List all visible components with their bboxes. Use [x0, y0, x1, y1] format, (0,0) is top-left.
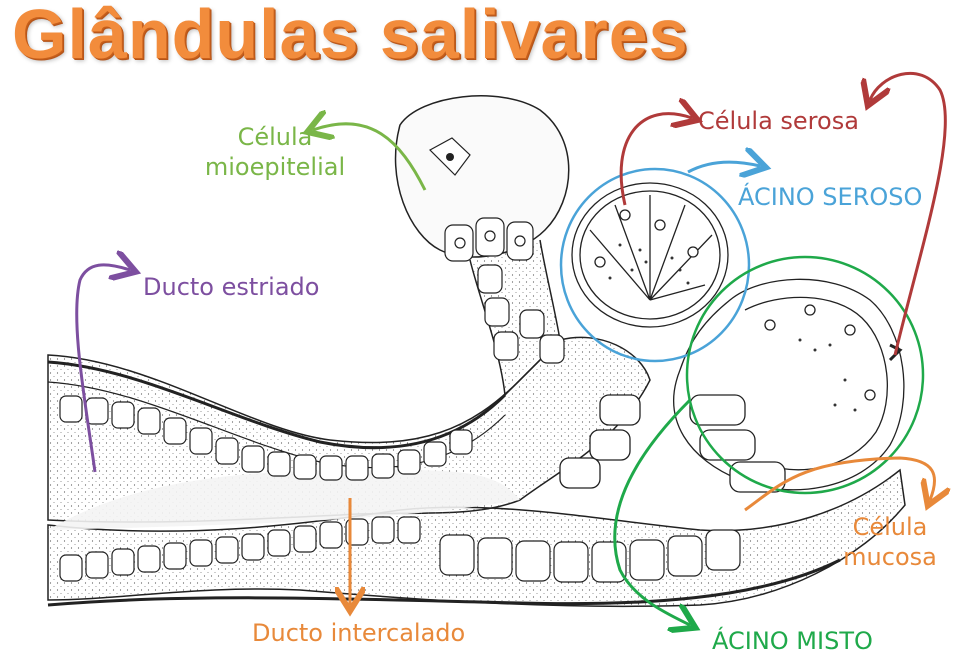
acino-seroso-arrow	[688, 162, 760, 172]
label-celula-mioepitelial-line2: mioepitelial	[195, 152, 355, 182]
page-title: Glândulas salivares	[12, 0, 689, 74]
label-celula-mucosa: Célula mucosa	[830, 512, 950, 572]
label-celula-mucosa-line2: mucosa	[830, 542, 950, 572]
serous-acinus-cells	[572, 183, 728, 327]
label-acino-seroso: ÁCINO SEROSO	[738, 182, 922, 212]
label-acino-misto: ÁCINO MISTO	[712, 626, 873, 656]
label-celula-serosa: Célula serosa	[698, 106, 859, 136]
label-celula-mioepitelial-line1: Célula	[195, 122, 355, 152]
label-celula-mioepitelial: Célula mioepitelial	[195, 122, 355, 182]
label-celula-mucosa-line1: Célula	[830, 512, 950, 542]
label-ducto-intercalado: Ducto intercalado	[252, 618, 465, 648]
label-ducto-estriado: Ducto estriado	[143, 272, 319, 302]
